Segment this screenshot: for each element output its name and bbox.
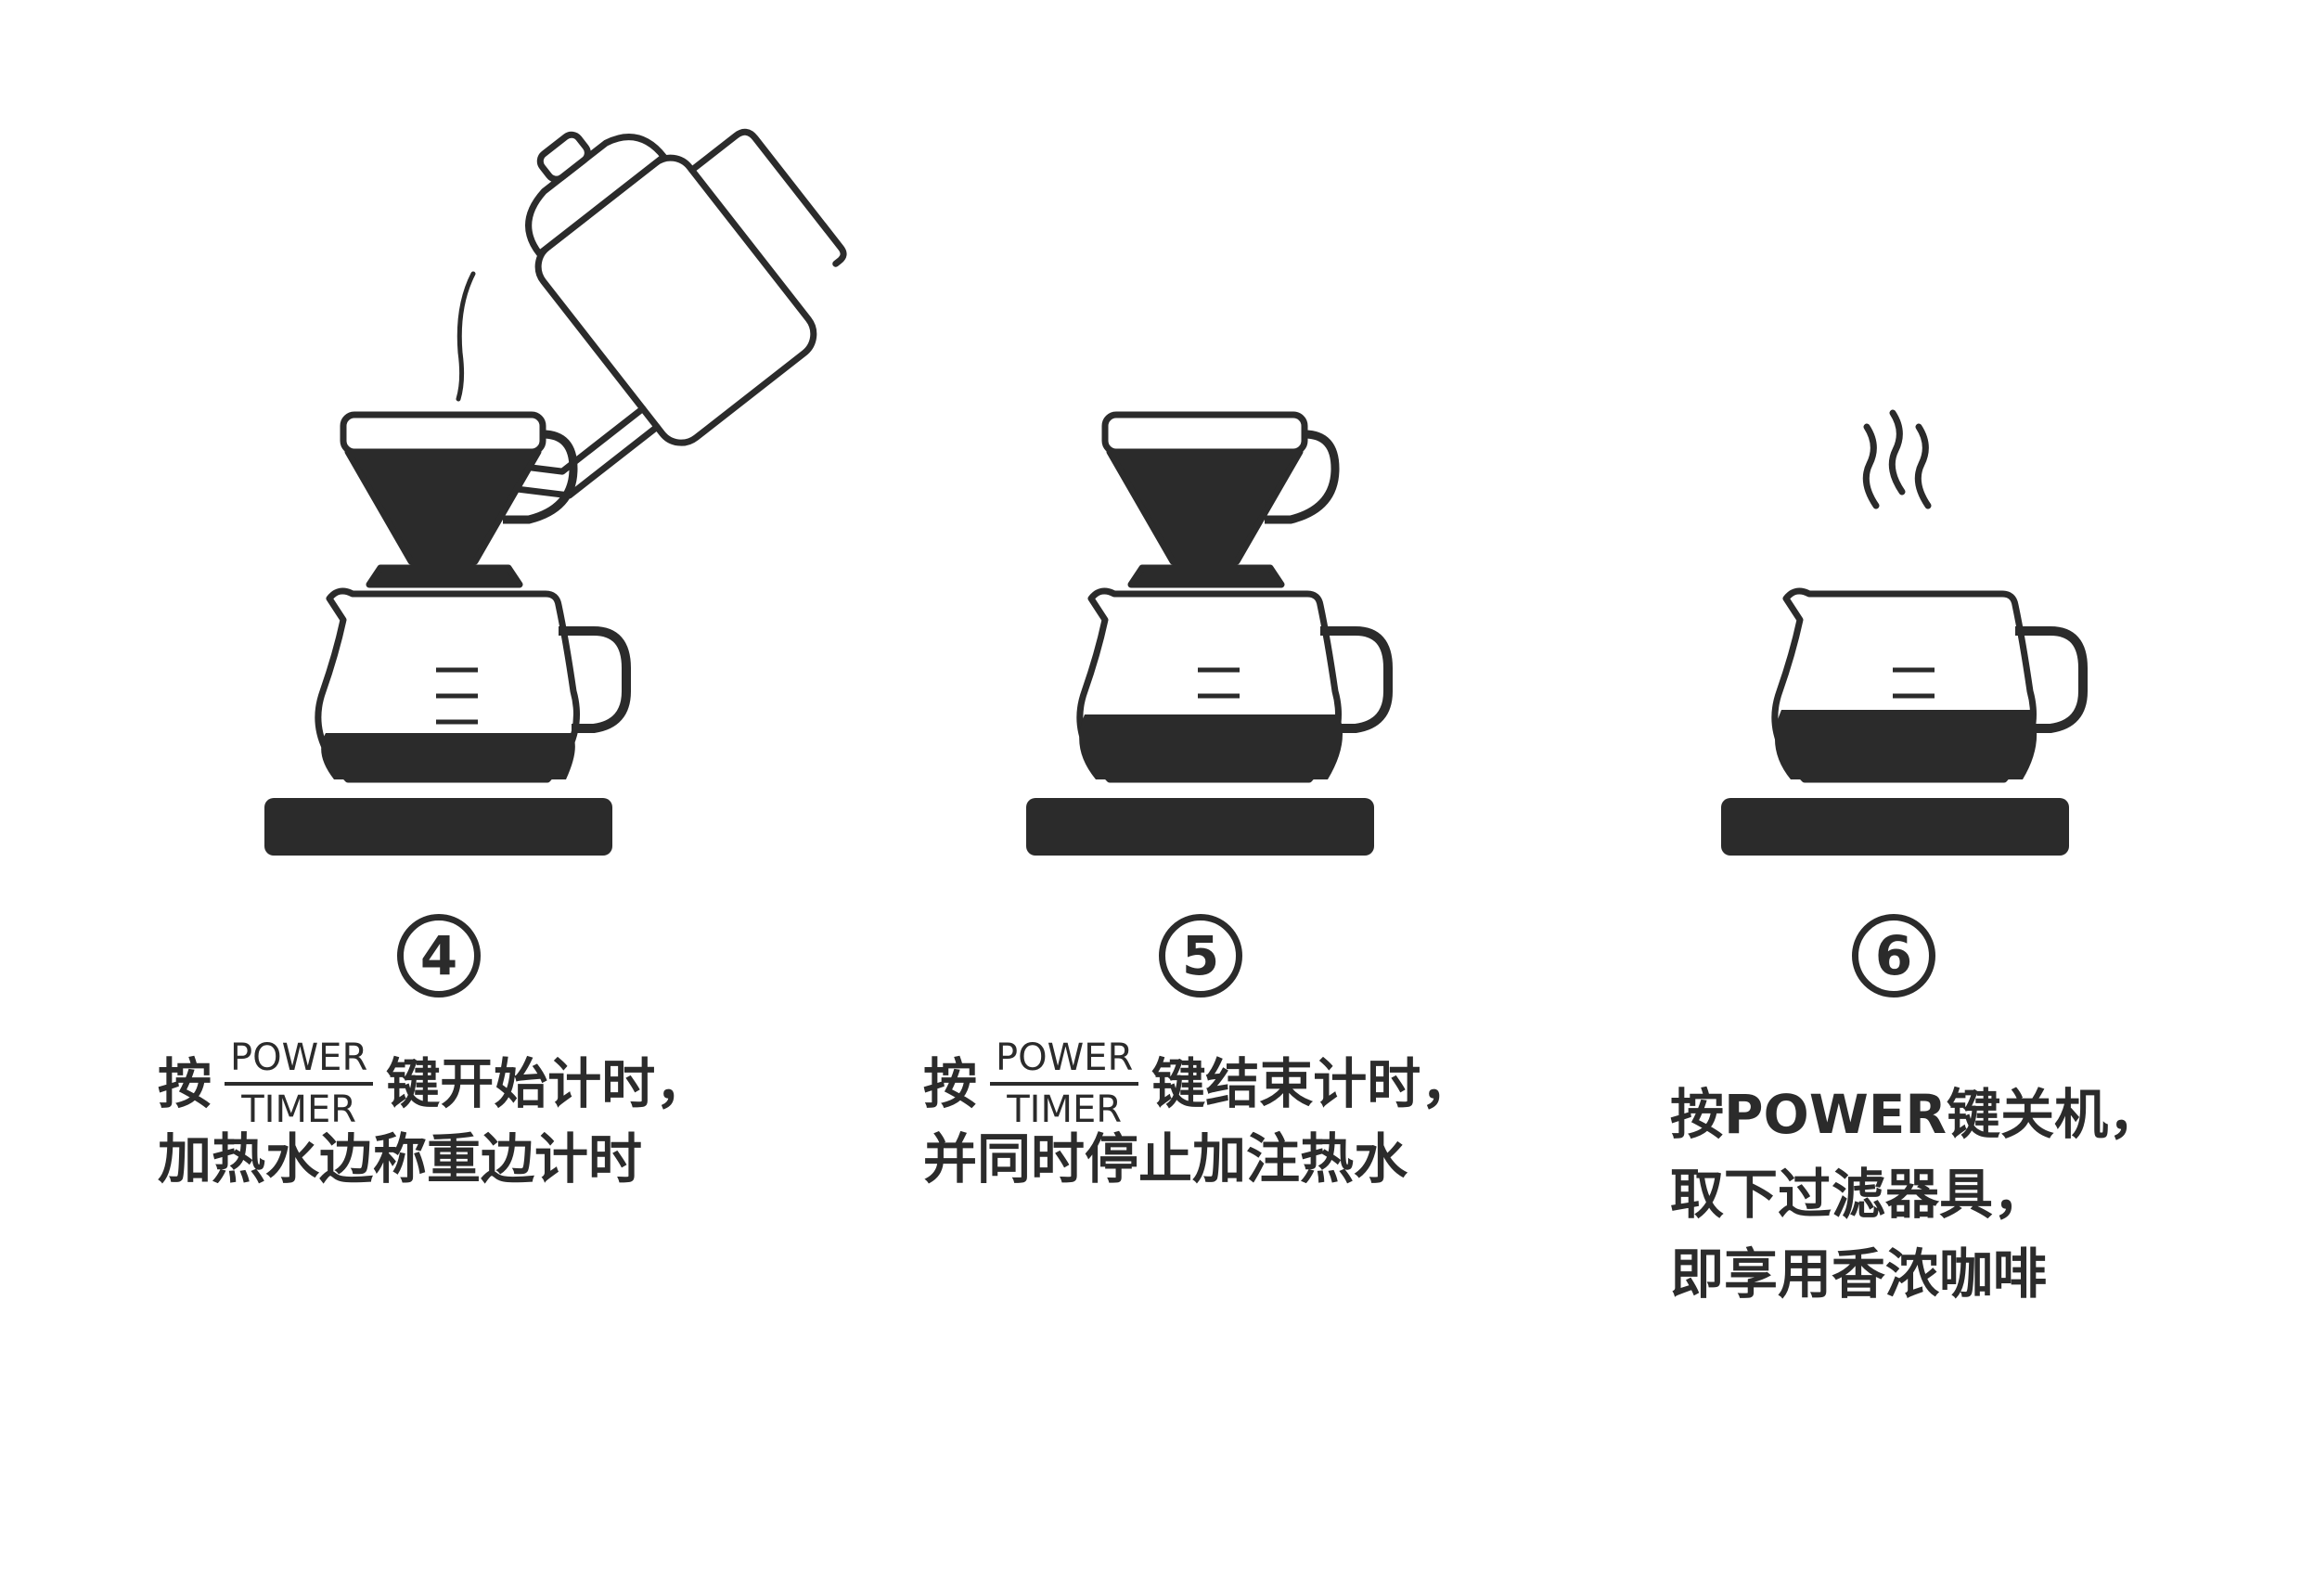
step-number: 4 bbox=[397, 914, 481, 998]
caption-text: 键开始计时， bbox=[386, 1040, 709, 1118]
scale-icon bbox=[1026, 798, 1374, 856]
step-5-illustration bbox=[923, 0, 1665, 928]
step-caption: 按 POWER TIMER 键结束计时， 并同时停止加注热水 bbox=[923, 1039, 1628, 1199]
caption-line: 按 POWER TIMER 键开始计时， bbox=[158, 1039, 863, 1119]
step-6: 6 按POWER键关机， 取下过滤器具， 即享用香浓咖啡 bbox=[1670, 0, 2301, 1596]
caption-line: 即享用香浓咖啡 bbox=[1670, 1234, 2301, 1314]
server-icon bbox=[318, 591, 626, 779]
step-caption: 按POWER键关机， 取下过滤器具， 即享用香浓咖啡 bbox=[1670, 1075, 2301, 1314]
step-4: 4 按 POWER TIMER 键开始计时， 加热水边称重边计时 bbox=[158, 0, 900, 1596]
server-icon bbox=[1775, 591, 2083, 779]
water-stream-icon bbox=[458, 274, 473, 399]
key-label-power: POWER bbox=[990, 1037, 1138, 1086]
power-timer-key-label: POWER TIMER bbox=[225, 1037, 373, 1132]
key-label-power: POWER bbox=[225, 1037, 373, 1086]
caption-line: 按 POWER TIMER 键结束计时， bbox=[923, 1039, 1628, 1119]
caption-line: 按POWER键关机， bbox=[1670, 1075, 2301, 1154]
scale-icon bbox=[1721, 798, 2069, 856]
caption-text: 按 bbox=[923, 1040, 977, 1118]
step-number: 6 bbox=[1852, 914, 1935, 998]
key-label-timer: TIMER bbox=[241, 1086, 356, 1132]
step-4-illustration bbox=[158, 0, 900, 928]
key-label-timer: TIMER bbox=[1007, 1086, 1122, 1132]
caption-text: 键结束计时， bbox=[1151, 1040, 1474, 1118]
power-timer-key-label: POWER TIMER bbox=[990, 1037, 1138, 1132]
step-5: 5 按 POWER TIMER 键结束计时， 并同时停止加注热水 bbox=[923, 0, 1665, 1596]
server-icon bbox=[1079, 591, 1388, 779]
step-6-illustration bbox=[1670, 0, 2301, 928]
step-number: 5 bbox=[1159, 914, 1242, 998]
step-caption: 按 POWER TIMER 键开始计时， 加热水边称重边计时 bbox=[158, 1039, 863, 1199]
caption-line: 取下过滤器具， bbox=[1670, 1154, 2301, 1234]
scale-icon bbox=[264, 798, 612, 856]
steam-icon bbox=[1866, 413, 1928, 506]
caption-text: 按 bbox=[158, 1040, 212, 1118]
dripper-icon bbox=[1105, 415, 1335, 585]
dripper-icon bbox=[343, 415, 573, 585]
